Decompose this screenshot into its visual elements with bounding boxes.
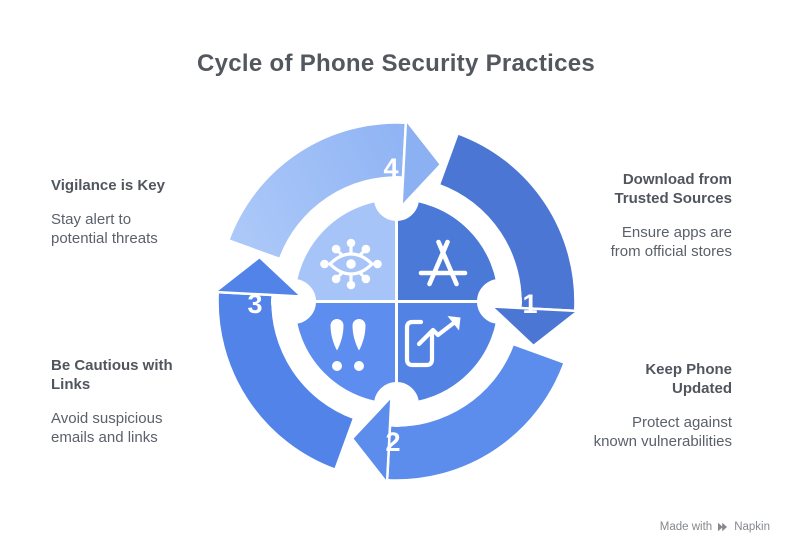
- quadrant-top-left: [292, 197, 398, 303]
- network-eye-icon: [320, 238, 382, 290]
- step-4-heading: Vigilance is Key: [51, 177, 165, 194]
- quadrant-bottom-left: [292, 300, 398, 406]
- step-2-arrowhead: [350, 395, 393, 485]
- center-disk: [292, 197, 501, 406]
- step-1-arrowhead: [490, 305, 580, 348]
- step-4-description: Stay alert to potential threats: [51, 211, 158, 247]
- page-title: Cycle of Phone Security Practices: [196, 50, 596, 77]
- step-4-number: 4: [383, 153, 398, 183]
- notch-top: [374, 176, 419, 221]
- quadrant-top-right: [395, 197, 501, 303]
- step-2-number: 2: [385, 427, 400, 457]
- notch-left: [271, 279, 316, 324]
- napkin-brand: Napkin: [734, 521, 770, 533]
- step-3-arrowhead: [213, 255, 303, 298]
- quadrant-bottom-right: [395, 300, 501, 406]
- notch-bottom: [374, 382, 419, 427]
- step-3-number: 3: [247, 289, 262, 319]
- step-2-heading: Keep Phone Updated: [645, 361, 732, 397]
- notch-right: [477, 279, 522, 324]
- step-1-text: Download from Trusted Sources Ensure app…: [552, 170, 732, 261]
- step-3-text: Be Cautious with Links Avoid suspicious …: [51, 356, 221, 447]
- step-3-description: Avoid suspicious emails and links: [51, 410, 163, 446]
- warning-icon: [330, 319, 366, 371]
- step-1-heading: Download from Trusted Sources: [614, 171, 732, 207]
- app-store-icon: [418, 239, 468, 287]
- step-3-heading: Be Cautious with Links: [51, 357, 173, 393]
- step-2-description: Protect against known vulnerabilities: [593, 414, 732, 450]
- step-4-arrowhead: [400, 118, 443, 208]
- made-with-text: Made with: [659, 521, 713, 533]
- phone-update-icon: [404, 316, 461, 368]
- disk-notches: [271, 176, 522, 427]
- step-4-text: Vigilance is Key Stay alert to potential…: [51, 176, 221, 248]
- footer-credit: Made with Napkin: [660, 521, 770, 533]
- step-1-description: Ensure apps are from official stores: [610, 224, 732, 260]
- step-1-number: 1: [522, 289, 537, 319]
- step-2-text: Keep Phone Updated Protect against known…: [552, 360, 732, 451]
- napkin-logo-icon: [718, 522, 728, 532]
